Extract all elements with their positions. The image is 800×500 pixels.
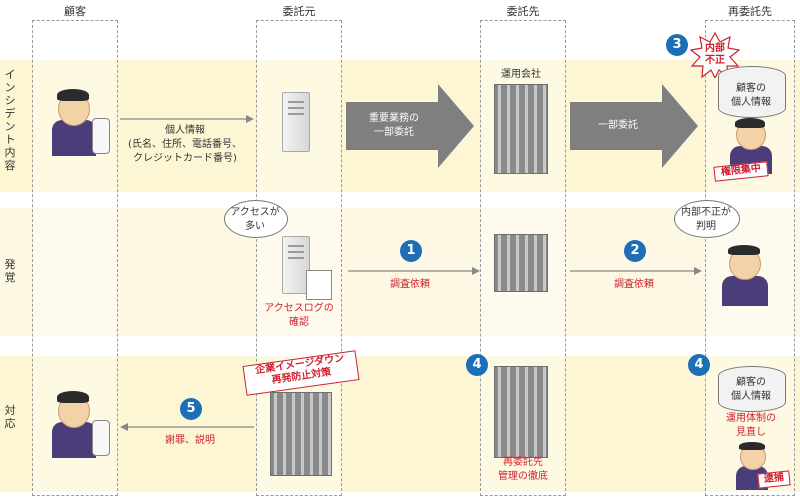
- db-label-2: 個人情報: [731, 97, 771, 108]
- arrow-investigate-1: [348, 267, 480, 275]
- database-icon-response: [718, 366, 786, 412]
- header-contractor: 委託元: [282, 5, 316, 18]
- ops-review-label-1: 運用体制の: [726, 413, 776, 424]
- smartphone-icon: [92, 118, 110, 154]
- personal-info-label: 個人情報: [165, 125, 205, 136]
- fraud-label-1: 内部: [705, 43, 725, 54]
- step-4a-badge: 4: [466, 354, 488, 376]
- fraud-found-bubble: [674, 200, 740, 238]
- ops-review-label-2: 見直し: [736, 427, 766, 438]
- big-arrow-partial-outsource: [570, 84, 698, 168]
- resub-mgmt-label-1: 再委託先: [503, 457, 543, 468]
- header-subcontractor: 委託先: [506, 5, 540, 18]
- access-label-1: アクセスが: [230, 207, 280, 218]
- row-label-incident: インシデント内容: [4, 68, 16, 172]
- header-resubcontractor: 再委託先: [728, 5, 772, 18]
- db-response-label-1: 顧客の: [736, 377, 766, 388]
- fraud-burst-icon: [690, 32, 740, 78]
- building-icon-discovery: [494, 234, 548, 292]
- step-3-badge: 3: [666, 34, 688, 56]
- step-2-badge: 2: [624, 240, 646, 262]
- apology-label: 謝罪、説明: [165, 435, 215, 446]
- investigate-label-2: 調査依頼: [614, 279, 654, 290]
- log-document-icon: [306, 270, 332, 300]
- customer-person-response-icon: [50, 388, 114, 460]
- fraud-label-2: 不正: [705, 55, 725, 66]
- resubcontractor-person-discovery-icon: [718, 244, 772, 306]
- band-discovery: [0, 208, 800, 336]
- operator-company-label: 運用会社: [501, 69, 541, 80]
- arrow-to-contractor: [120, 115, 254, 123]
- arrow-investigate-2: [570, 267, 702, 275]
- outsource-label-1: 重要業務の: [369, 113, 419, 124]
- smartphone-icon-response: [92, 420, 110, 456]
- server-icon: [282, 92, 310, 152]
- resub-mgmt-label-2: 管理の徹底: [498, 471, 548, 482]
- access-bubble: [224, 200, 288, 238]
- customer-person-icon: [50, 86, 114, 158]
- building-icon-contractor: [270, 392, 332, 476]
- row-label-response: 対応: [4, 404, 16, 430]
- server-icon-discovery: [282, 236, 310, 294]
- step-4b-badge: 4: [688, 354, 710, 376]
- step-1-badge: 1: [400, 240, 422, 262]
- band-response: [0, 356, 800, 492]
- fraud-found-label-2: 判明: [696, 221, 716, 232]
- log-check-label-2: 確認: [289, 317, 309, 328]
- investigate-label-1: 調査依頼: [390, 279, 430, 290]
- header-customer: 顧客: [64, 5, 86, 18]
- personal-info-detail-1: (氏名、住所、電話番号、: [128, 139, 242, 150]
- outsource-label-2: 一部委託: [374, 127, 414, 138]
- personal-info-detail-2: クレジットカード番号): [133, 153, 237, 164]
- database-icon: [718, 66, 786, 118]
- big-arrow-outsource: [346, 84, 474, 168]
- partial-outsource-label: 一部委託: [598, 120, 638, 131]
- fraud-found-label-1: 内部不正が: [681, 207, 731, 218]
- building-icon-subcontractor: [494, 366, 548, 458]
- step-5-badge: 5: [180, 398, 202, 420]
- db-response-label-2: 個人情報: [731, 391, 771, 402]
- log-check-label-1: アクセスログの: [264, 303, 334, 314]
- building-icon: [494, 84, 548, 174]
- db-label-1: 顧客の: [736, 83, 766, 94]
- row-label-discovery: 発覚: [4, 258, 16, 284]
- access-label-2: 多い: [245, 221, 265, 232]
- arrow-apology: [120, 423, 254, 431]
